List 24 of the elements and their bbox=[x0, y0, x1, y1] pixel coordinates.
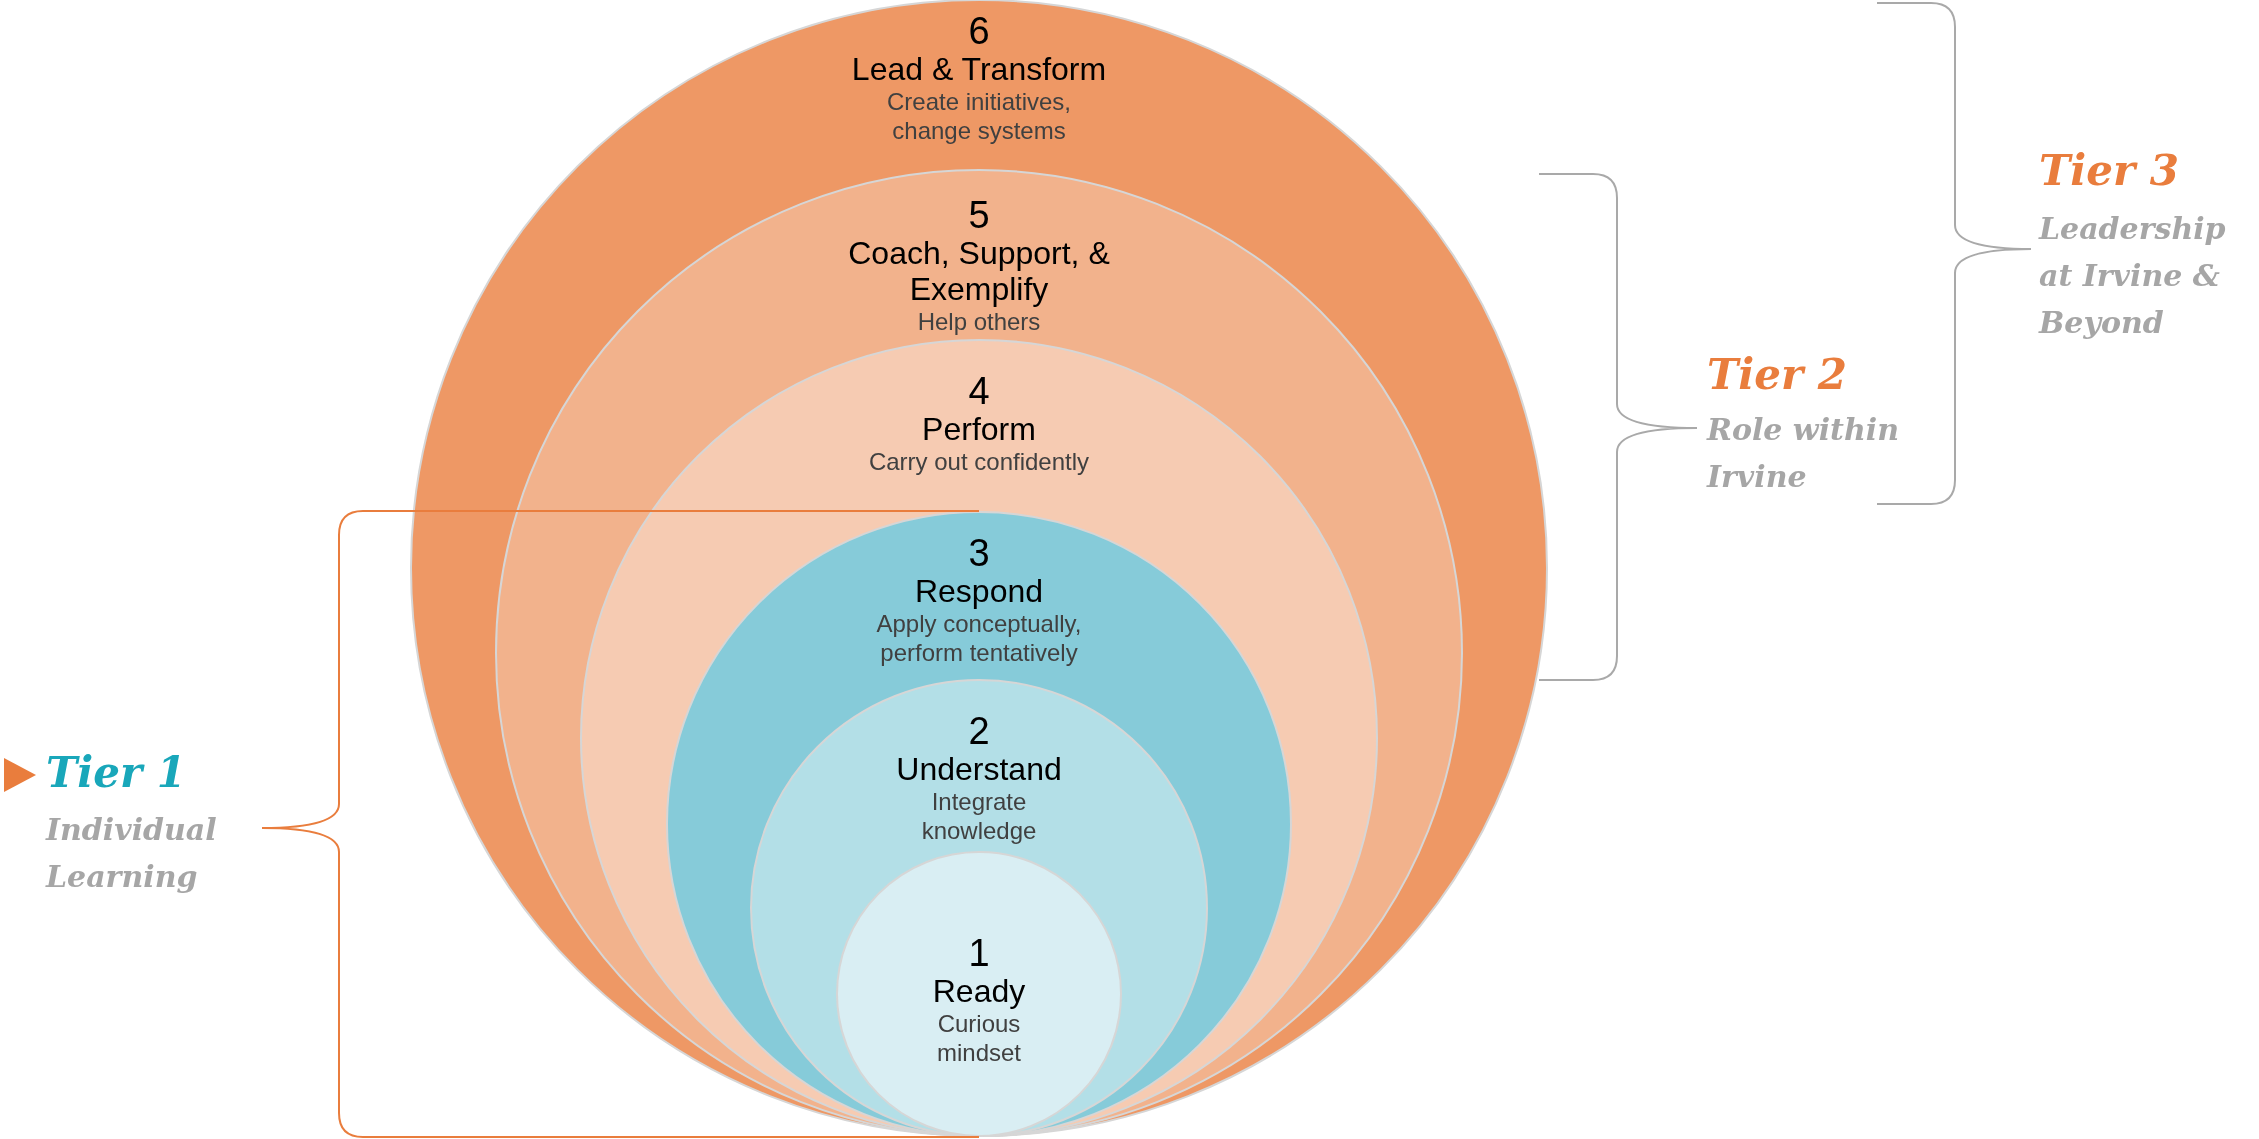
level-number: 3 bbox=[968, 533, 990, 573]
level-number: 2 bbox=[968, 711, 990, 751]
tier-description: Role within Irvine bbox=[1707, 411, 1900, 496]
level-description: Carry out confidently bbox=[868, 447, 1090, 476]
level-description: Create initiatives, change systems bbox=[885, 87, 1073, 145]
level-number: 5 bbox=[968, 195, 990, 235]
level-number: 6 bbox=[968, 11, 990, 51]
level-description: Help others bbox=[917, 307, 1041, 336]
level-title: Respond bbox=[914, 573, 1044, 609]
tier-description: Individual Learning bbox=[46, 811, 218, 896]
level-number: 1 bbox=[968, 933, 990, 973]
level-number: 4 bbox=[968, 371, 990, 411]
tier-title: Tier 1 bbox=[46, 748, 187, 798]
tier-description: Leadership at Irvine & Beyond bbox=[2039, 210, 2227, 342]
level-description: Integrate knowledge bbox=[920, 787, 1038, 845]
tier-title: Tier 2 bbox=[1707, 350, 1848, 400]
level-title: Coach, Support, & Exemplify bbox=[847, 235, 1111, 307]
level-title: Perform bbox=[922, 411, 1036, 447]
tier-title: Tier 3 bbox=[2039, 146, 2180, 196]
level-description: Apply conceptually, perform tentatively bbox=[875, 609, 1083, 667]
level-title: Ready bbox=[932, 973, 1026, 1009]
level-description: Curious mindset bbox=[935, 1009, 1022, 1067]
level-title: Lead & Transform bbox=[851, 51, 1107, 87]
level-title: Understand bbox=[896, 751, 1062, 787]
